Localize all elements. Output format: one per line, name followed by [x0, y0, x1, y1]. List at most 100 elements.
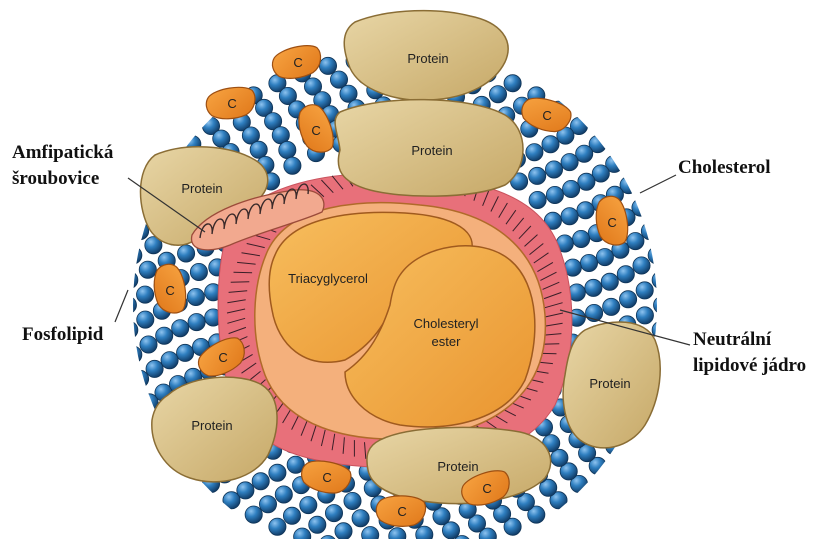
phospholipid-head: [237, 482, 254, 499]
callout-neutral-line1: Neutrální: [693, 329, 772, 350]
cholesterol-label: C: [165, 283, 174, 298]
callout-cholesterol: Cholesterol: [678, 157, 771, 178]
phospholipid-head: [563, 180, 580, 197]
phospholipid-head: [601, 273, 618, 290]
phospholipid-head: [283, 507, 300, 524]
cholesterol-label: C: [218, 350, 227, 365]
phospholipid-head: [309, 516, 326, 533]
phospholipid-head: [526, 144, 543, 161]
phospholipid-head: [325, 504, 342, 521]
phospholipid-head: [636, 307, 653, 324]
phospholipid-head: [269, 464, 286, 481]
cholesterol-label: C: [311, 123, 320, 138]
phospholipid-head: [245, 506, 262, 523]
phospholipid-head: [636, 282, 653, 299]
phospholipid-head: [284, 157, 301, 174]
phospholipid-head: [146, 360, 163, 377]
phospholipid-head: [178, 245, 195, 262]
phospholipid-head: [648, 247, 665, 264]
phospholipid-head: [580, 254, 597, 271]
phospholipid-head: [140, 336, 157, 353]
cholesterol-patch: C: [376, 496, 425, 527]
phospholipid-head: [545, 161, 562, 178]
phospholipid-head: [577, 202, 594, 219]
cholesterol-label: C: [322, 470, 331, 485]
fatty-acid-tail: [234, 272, 253, 273]
phospholipid-head: [121, 271, 138, 288]
phospholipid-head: [546, 186, 563, 203]
phospholipid-head: [319, 536, 336, 539]
phospholipid-head: [603, 298, 620, 315]
callout-neutral-line2: lipidové jádro: [693, 355, 806, 376]
cholesterol-label: C: [397, 504, 406, 519]
phospholipid-head: [294, 528, 311, 539]
phospholipid-head: [352, 510, 369, 527]
phospholipid-head: [542, 136, 559, 153]
protein-upper-middle: Protein: [335, 100, 523, 197]
phospholipid-head: [190, 263, 207, 280]
phospholipid-head: [362, 527, 379, 539]
callout-amphipathic-line2: šroubovice: [12, 168, 99, 189]
svg-text:Protein: Protein: [437, 459, 478, 474]
cholesterol-label: C: [542, 108, 551, 123]
phospholipid-head: [561, 154, 578, 171]
protein-bottom: Protein: [367, 427, 551, 503]
phospholipid-head: [269, 518, 286, 535]
svg-text:Protein: Protein: [181, 181, 222, 196]
leader-phospholipid: [115, 290, 128, 322]
phospholipid-head: [137, 286, 154, 303]
phospholipid-head: [573, 230, 590, 247]
svg-text:Protein: Protein: [407, 51, 448, 66]
cholesterol-label: C: [227, 96, 236, 111]
phospholipid-head: [504, 75, 521, 92]
phospholipid-head: [319, 57, 336, 74]
phospholipid-head: [641, 223, 658, 240]
phospholipid-head: [578, 173, 595, 190]
cholesterol-label: C: [293, 55, 302, 70]
cholesteryl-label-line1: Cholesteryl: [413, 316, 478, 331]
svg-text:Protein: Protein: [191, 418, 232, 433]
phospholipid-head: [489, 86, 506, 103]
phospholipid-head: [139, 261, 156, 278]
triacylglycerol-label: Triacyglycerol: [288, 271, 368, 286]
phospholipid-head: [132, 223, 149, 240]
phospholipid-head: [620, 291, 637, 308]
cholesteryl-label-line2: ester: [432, 334, 462, 349]
phospholipid-head: [389, 528, 406, 539]
phospholipid-head: [188, 314, 205, 331]
phospholipid-head: [137, 311, 154, 328]
phospholipid-head: [275, 486, 292, 503]
phospholipid-head: [252, 473, 269, 490]
phospholipid-head: [279, 141, 296, 158]
protein-lower-left: Protein: [152, 377, 277, 482]
cholesterol-label: C: [482, 481, 491, 496]
phospholipid-head: [300, 497, 317, 514]
phospholipid-head: [529, 167, 546, 184]
phospholipid-head: [627, 233, 644, 250]
phospholipid-head: [652, 271, 669, 288]
phospholipid-head: [561, 208, 578, 225]
phospholipid-head: [156, 327, 173, 344]
leader-cholesterol: [640, 175, 676, 193]
svg-text:Protein: Protein: [589, 376, 630, 391]
phospholipid-head: [161, 352, 178, 369]
cholesterol-label: C: [607, 215, 616, 230]
cholesterol-patch: C: [204, 84, 258, 123]
svg-text:Protein: Protein: [411, 143, 452, 158]
phospholipid-head: [633, 257, 650, 274]
phospholipid-head: [529, 191, 546, 208]
phospholipid-head: [187, 288, 204, 305]
phospholipid-head: [335, 523, 352, 539]
phospholipid-head: [125, 346, 142, 363]
phospholipid-head: [259, 496, 276, 513]
protein-top: Protein: [344, 11, 508, 101]
fatty-acid-tail: [231, 282, 250, 283]
phospholipid-head: [617, 266, 634, 283]
phospholipid-head: [172, 320, 189, 337]
phospholipid-head: [596, 249, 613, 266]
phospholipid-head: [344, 492, 361, 509]
callout-phospholipid: Fosfolipid: [22, 324, 104, 345]
phospholipid-head: [250, 141, 267, 158]
phospholipid-head: [177, 344, 194, 361]
